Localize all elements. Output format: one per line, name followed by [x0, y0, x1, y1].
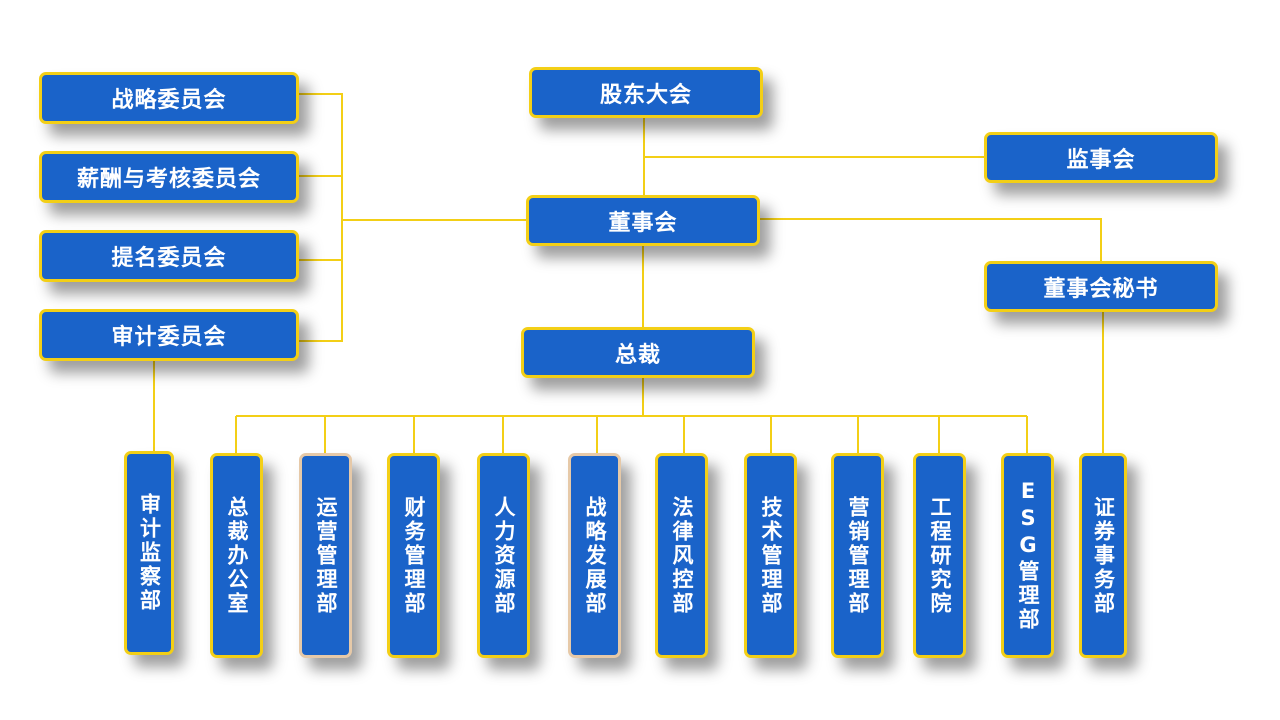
department-box: 技术管理部: [744, 453, 797, 658]
committee-box: 审计委员会: [39, 309, 299, 361]
department-box: 法律风控部: [655, 453, 708, 658]
department-label: 总裁办公室: [225, 495, 249, 616]
board-box: 董事会: [526, 195, 760, 246]
department-label: 人力资源部: [492, 495, 516, 616]
supervisory-board-box: 监事会: [984, 132, 1218, 183]
department-box: 人力资源部: [477, 453, 530, 658]
department-label: 营销管理部: [846, 495, 870, 616]
shareholders-box: 股东大会: [529, 67, 763, 118]
board-secretary-label: 董事会秘书: [1043, 276, 1159, 302]
shareholders-label: 股东大会: [599, 82, 692, 108]
committee-connector: [298, 93, 343, 342]
department-box: 运营管理部: [299, 453, 352, 658]
committee-box: 战略委员会: [39, 72, 299, 124]
department-box: 战略发展部: [568, 453, 621, 658]
secretary-connector: [760, 218, 1102, 263]
committee-label: 战略委员会: [111, 88, 227, 113]
department-label: 法律风控部: [670, 495, 694, 616]
department-box: 工程研究院: [913, 453, 966, 658]
department-label: 技术管理部: [759, 495, 783, 616]
department-label: 工程研究院: [928, 495, 952, 616]
department-box: 总裁办公室: [210, 453, 263, 658]
president-label: 总裁: [614, 342, 661, 368]
department-label: 证券事务部: [1091, 495, 1116, 616]
department-label: ESG管理部: [1016, 479, 1040, 632]
committee-label: 薪酬与考核委员会: [76, 167, 261, 192]
department-label: 战略发展部: [583, 495, 607, 616]
department-box: 审计监察部: [124, 451, 174, 655]
committee-label: 审计委员会: [111, 325, 227, 350]
committee-box: 薪酬与考核委员会: [39, 151, 299, 203]
supervisory-board-label: 监事会: [1066, 147, 1136, 173]
president-box: 总裁: [521, 327, 755, 378]
department-label: 审计监察部: [137, 493, 162, 613]
board-secretary-box: 董事会秘书: [984, 261, 1218, 312]
department-box: 财务管理部: [387, 453, 440, 658]
department-box: ESG管理部: [1001, 453, 1054, 658]
committee-label: 提名委员会: [111, 246, 227, 271]
department-label: 财务管理部: [402, 495, 426, 616]
committee-box: 提名委员会: [39, 230, 299, 282]
department-box: 证券事务部: [1079, 453, 1127, 658]
department-label: 运营管理部: [314, 495, 338, 616]
department-box: 营销管理部: [831, 453, 884, 658]
board-label: 董事会: [608, 210, 678, 236]
